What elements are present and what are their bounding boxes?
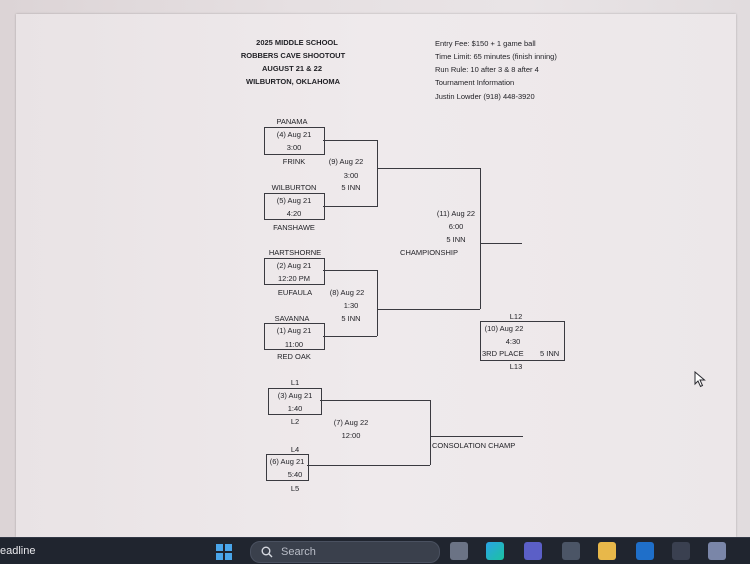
g5-top-team: WILBURTON	[271, 183, 317, 192]
g1-date: (1) Aug 21	[276, 326, 312, 335]
event-name-title: ROBBERS CAVE SHOOTOUT	[240, 51, 346, 60]
run-rule-text: Run Rule: 10 after 3 & 8 after 4	[435, 65, 539, 74]
third-place-label: 3RD PLACE	[482, 349, 524, 358]
g6-top-team: L4	[290, 445, 300, 454]
g1-box	[264, 323, 325, 350]
g2-date: (2) Aug 21	[276, 261, 312, 270]
document-page	[16, 14, 736, 537]
g4-bottom-team: FRINK	[282, 157, 306, 166]
g10-box	[480, 321, 565, 361]
g3-bottom-team: L2	[290, 417, 300, 426]
g3-time: 1:40	[287, 404, 303, 413]
g3-date: (3) Aug 21	[277, 391, 313, 400]
g7-date: (7) Aug 22	[333, 418, 369, 427]
g6-box	[266, 454, 309, 481]
entry-fee-text: Entry Fee: $150 + 1 game ball	[435, 39, 536, 48]
g2-time: 12:20 PM	[277, 274, 311, 283]
time-limit-text: Time Limit: 65 minutes (finish inning)	[435, 52, 557, 61]
windows-logo-icon	[216, 544, 223, 551]
g6-time: 5:40	[287, 470, 303, 479]
g2-box	[264, 258, 325, 285]
taskbar: eadline Search	[0, 537, 750, 564]
g11-time: 6:00	[448, 222, 464, 231]
g5-box	[264, 193, 325, 220]
g4-date: (4) Aug 21	[276, 130, 312, 139]
g5-time: 4:20	[286, 209, 302, 218]
g2-top-team: HARTSHORNE	[268, 248, 322, 257]
consolation-label: CONSOLATION CHAMP	[432, 441, 516, 450]
g8-time: 1:30	[343, 301, 359, 310]
task-view-icon[interactable]	[450, 542, 468, 560]
taskbar-widget-text[interactable]: eadline	[0, 545, 36, 557]
g10-top-team: L12	[509, 312, 523, 321]
monitor-screen: 2025 MIDDLE SCHOOL ROBBERS CAVE SHOOTOUT…	[0, 0, 750, 537]
g8-date: (8) Aug 22	[329, 288, 365, 297]
g2-bottom-team: EUFAULA	[277, 288, 313, 297]
g9-date: (9) Aug 22	[328, 157, 364, 166]
edge-browser-icon[interactable]	[486, 542, 504, 560]
g3-top-team: L1	[290, 378, 300, 387]
pinned-app-icon[interactable]	[708, 542, 726, 560]
event-location: WILBURTON, OKLAHOMA	[245, 77, 341, 86]
g8-inn: 5 INN	[341, 314, 361, 323]
g10-bottom-team: L13	[509, 362, 523, 371]
g10-inn: 5 INN	[540, 349, 560, 358]
teams-icon[interactable]	[524, 542, 542, 560]
g9-inn: 5 INN	[341, 183, 361, 192]
g11-inn: 5 INN	[446, 235, 466, 244]
g4-top-team: PANAMA	[276, 117, 308, 126]
event-year-title: 2025 MIDDLE SCHOOL	[256, 38, 338, 47]
g3-box	[268, 388, 322, 415]
search-placeholder: Search	[281, 546, 316, 558]
taskbar-search-box[interactable]: Search	[250, 541, 440, 563]
g4-time: 3:00	[286, 143, 302, 152]
g10-date: (10) Aug 22	[484, 324, 524, 333]
g6-date: (6) Aug 21	[269, 457, 305, 466]
g7-time: 12:00	[341, 431, 361, 440]
g1-top-team: SAVANNA	[274, 314, 310, 323]
start-button[interactable]	[216, 544, 232, 560]
g5-bottom-team: FANSHAWE	[273, 223, 315, 232]
app-icon[interactable]	[672, 542, 690, 560]
file-explorer-icon[interactable]	[598, 542, 616, 560]
tournament-info-text: Tournament Information	[435, 78, 515, 87]
outlook-icon[interactable]	[636, 542, 654, 560]
g11-date: (11) Aug 22	[436, 209, 476, 218]
g5-date: (5) Aug 21	[276, 196, 312, 205]
mouse-pointer-icon	[694, 371, 706, 388]
search-icon	[261, 546, 273, 558]
g1-bottom-team: RED OAK	[277, 352, 311, 361]
g1-time: 11:00	[284, 340, 304, 349]
event-dates: AUGUST 21 & 22	[261, 64, 323, 73]
contact-text: Justin Lowder (918) 448-3920	[435, 92, 535, 101]
g6-bottom-team: L5	[290, 484, 300, 493]
championship-label: CHAMPIONSHIP	[400, 248, 458, 257]
g9-time: 3:00	[343, 171, 359, 180]
g4-box	[264, 127, 325, 155]
g10-time: 4:30	[505, 337, 521, 346]
store-icon[interactable]	[562, 542, 580, 560]
